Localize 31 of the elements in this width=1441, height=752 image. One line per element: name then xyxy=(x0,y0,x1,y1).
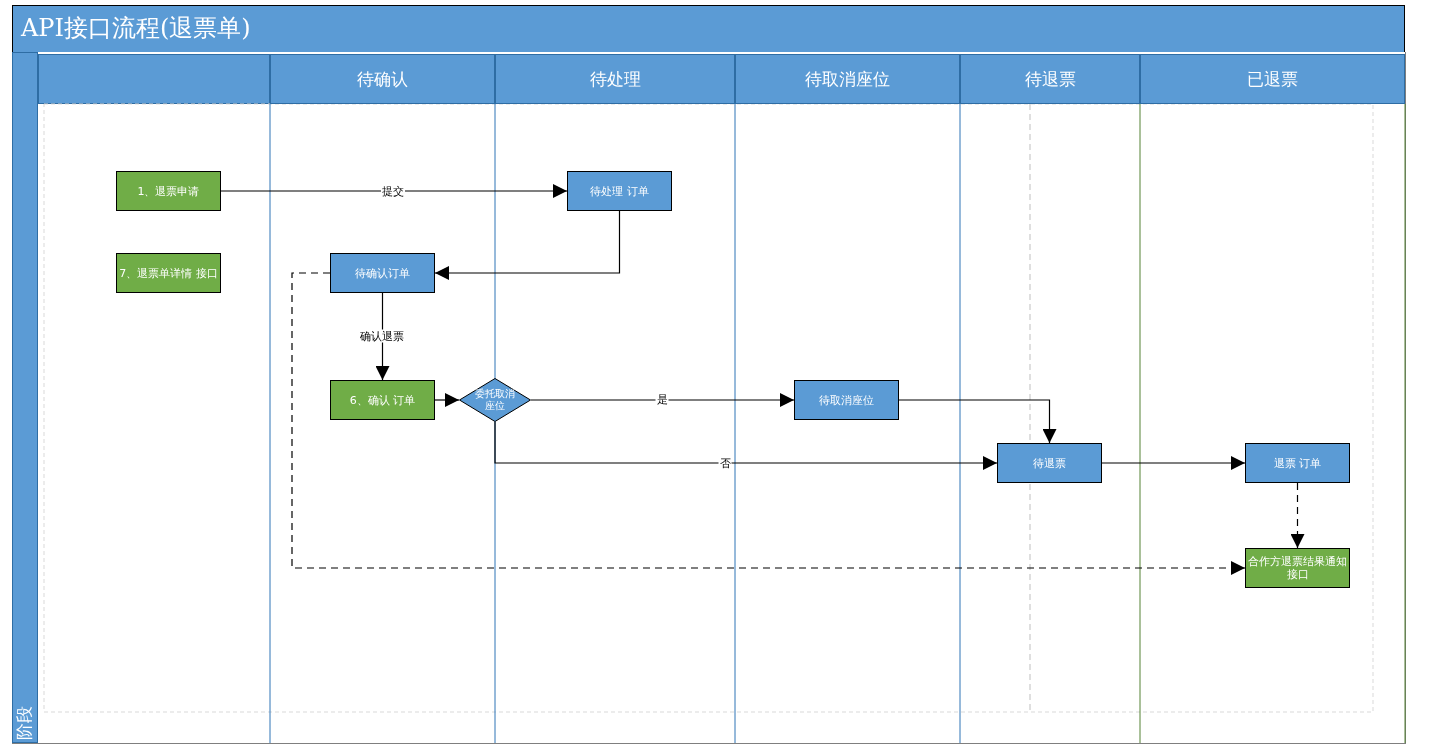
arrow xyxy=(375,292,390,381)
phase-band: 阶段 xyxy=(12,52,38,743)
arrow xyxy=(220,184,568,198)
interface-box: 合作方退票结果通知接口 xyxy=(1245,548,1350,588)
arrow xyxy=(1101,456,1246,470)
decision-diamond: 委托取消座位 xyxy=(459,378,531,422)
process-box: 退票 订单 xyxy=(1245,443,1350,483)
lane-header: 已退票 xyxy=(1140,54,1405,104)
edge-label: 是 xyxy=(655,392,669,406)
arrow xyxy=(1290,482,1305,549)
arrow xyxy=(530,393,795,407)
edge-label: 提交 xyxy=(381,184,405,198)
title-bar: API接口流程(退票单) xyxy=(12,5,1405,53)
lane-header: 待取消座位 xyxy=(735,54,960,104)
process-box: 待退票 xyxy=(997,443,1102,483)
arrow xyxy=(494,421,998,470)
arrow xyxy=(898,399,1057,444)
process-box: 待处理 订单 xyxy=(567,171,672,211)
edge-label: 否 xyxy=(718,456,732,470)
interface-box: 6、确认 订单 xyxy=(330,380,435,420)
lane-header: 待确认 xyxy=(270,54,495,104)
process-box: 待取消座位 xyxy=(794,380,899,420)
lane-header: 待处理 xyxy=(495,54,735,104)
process-box: 待确认订单 xyxy=(330,253,435,293)
arrow xyxy=(291,272,1246,575)
arrow xyxy=(434,393,460,407)
interface-box: 1、退票申请 xyxy=(116,171,221,211)
lane-header: 待退票 xyxy=(960,54,1140,104)
interface-box: 7、退票单详情 接口 xyxy=(116,253,221,293)
edge-label: 确认退票 xyxy=(359,329,405,343)
arrow xyxy=(434,210,621,280)
